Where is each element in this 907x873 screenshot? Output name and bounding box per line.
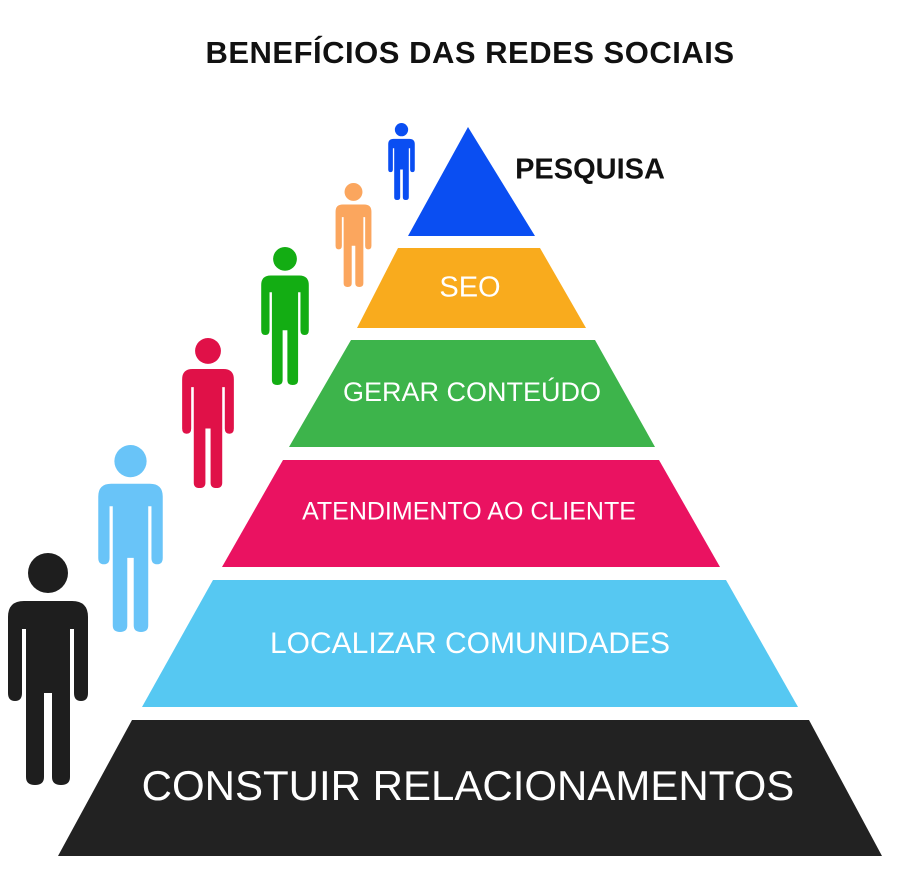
layer-atendimento — [222, 460, 720, 567]
person-icon — [261, 247, 309, 385]
label-localizar: LOCALIZAR COMUNIDADES — [270, 627, 670, 660]
layer-seo — [357, 248, 586, 328]
label-pesquisa: PESQUISA — [515, 154, 665, 186]
person-icon — [388, 123, 415, 200]
person-icon — [98, 445, 163, 632]
layer-construir — [58, 720, 882, 856]
person-icon — [8, 553, 88, 785]
layer-localizar — [142, 580, 798, 707]
label-seo: SEO — [439, 272, 500, 304]
diagram-title: BENEFÍCIOS DAS REDES SOCIAIS — [205, 35, 734, 70]
person-icon — [335, 183, 372, 287]
label-construir: CONSTUIR RELACIONAMENTOS — [142, 762, 795, 809]
label-gerar-conteudo: GERAR CONTEÚDO — [343, 376, 601, 407]
layer-gerar-conteudo — [289, 340, 655, 447]
label-atendimento: ATENDIMENTO AO CLIENTE — [302, 498, 636, 526]
layer-pesquisa — [408, 127, 535, 236]
person-icon — [182, 338, 234, 488]
